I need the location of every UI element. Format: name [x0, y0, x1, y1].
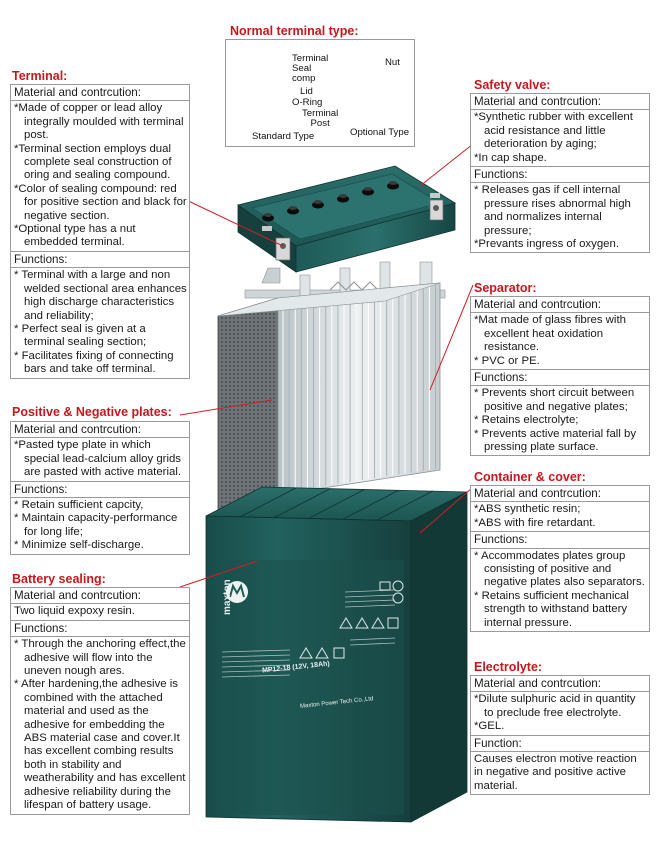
separator-box: Material and contrcution: *Mat made of g…: [470, 296, 650, 457]
sealing-material-head: Material and contrcution:: [11, 588, 189, 605]
container-title: Container & cover:: [474, 470, 586, 484]
plates-functions: * Retain sufficient capcity, * Maintain …: [11, 498, 189, 554]
plates-function-item: * Retain sufficient capcity,: [14, 499, 144, 512]
electrolyte-material-item: *Dilute sulphuric acid in quantity to pr…: [474, 693, 636, 719]
separator-material-head: Material and contrcution:: [471, 297, 649, 314]
sealing-material: Two liquid expoxy resin.: [11, 604, 189, 621]
valve-material-item: *Synthetic rubber with excellent acid re…: [474, 111, 633, 151]
separator-functions: * Prevents short circuit between positiv…: [471, 386, 649, 455]
electrolyte-title: Electrolyte:: [474, 660, 543, 674]
separator-material: *Mat made of glass fibres with excellent…: [471, 313, 649, 371]
electrolyte-functions-head: Function:: [471, 736, 649, 753]
lid-posts: [262, 181, 399, 222]
container-functions: * Accommodates plates group consisting o…: [471, 549, 649, 631]
label-optional-type: Optional Type: [350, 127, 410, 138]
terminal-functions: * Terminal with a large and non welded s…: [11, 268, 189, 377]
valve-functions: * Releases gas if cell internal pressure…: [471, 183, 649, 252]
electrolyte-functions: Causes electron motive reaction in negat…: [471, 752, 649, 794]
terminal-title: Terminal:: [12, 69, 68, 83]
terminal-functions-head: Functions:: [11, 252, 189, 269]
container-material-item: *ABS with fire retardant.: [474, 516, 596, 529]
sealing-material-item: Two liquid expoxy resin.: [14, 605, 135, 618]
electrolyte-box: Material and contrcution: *Dilute sulphu…: [470, 675, 650, 796]
container-function-item: * Retains sufficient mechanical strength…: [474, 589, 629, 629]
valve-function-item: *Prevants ingress of oxygen.: [474, 238, 619, 251]
electrolyte-function-item: Causes electron motive reaction in negat…: [474, 753, 637, 792]
normal-terminal-title: Normal terminal type:: [230, 24, 359, 38]
plates-group: [217, 282, 441, 513]
battery-lid: [237, 165, 456, 273]
separator-title: Separator:: [474, 281, 537, 295]
separator-functions-head: Functions:: [471, 370, 649, 387]
valve-material-head: Material and contrcution:: [471, 94, 649, 111]
label-nut: Nut: [385, 57, 400, 68]
separator-function-item: * Retains electrolyte;: [474, 414, 579, 427]
terminal-material-head: Material and contrcution:: [11, 85, 189, 102]
plates-function-item: * Maintain capacity-performance for long…: [14, 512, 178, 538]
valve-material: *Synthetic rubber with excellent acid re…: [471, 110, 649, 168]
terminal-box: Material and contrcution: *Made of coppe…: [10, 84, 190, 379]
label-standard-type: Standard Type: [252, 131, 315, 142]
plates-material: *Pasted type plate in which special lead…: [11, 438, 189, 482]
label-lid: Lid: [300, 86, 313, 97]
valve-box: Material and contrcution: *Synthetic rub…: [470, 93, 650, 254]
sealing-function-item: * Through the anchoring effect,the adhes…: [14, 638, 186, 678]
sealing-functions-head: Functions:: [11, 621, 189, 638]
separator-function-item: * Prevents short circuit between positiv…: [474, 387, 635, 413]
battery-brand: maxton: [222, 579, 233, 615]
container-material-head: Material and contrcution:: [471, 486, 649, 503]
plates-functions-head: Functions:: [11, 482, 189, 499]
sealing-function-item: * After hardening,the adhesive is combin…: [14, 678, 186, 812]
plates-function-item: * Minimize self-discharge.: [14, 539, 144, 552]
terminal-function-item: * Facilitates fixing of connecting bars …: [14, 349, 174, 376]
valve-material-item: *In cap shape.: [474, 151, 547, 164]
label-terminal-post: Terminal Post: [302, 108, 339, 129]
terminal-tabs: [262, 193, 444, 261]
label-seal-comp: Seal comp: [292, 63, 316, 84]
container-material-item: *ABS synthetic resin;: [474, 503, 581, 516]
sealing-title: Battery sealing:: [12, 572, 106, 586]
container-functions-head: Functions:: [471, 532, 649, 549]
terminal-material-item: *Color of sealing compound: red for posi…: [14, 182, 187, 222]
separator-function-item: * Prevents active material fall by press…: [474, 427, 637, 454]
electrolyte-material-head: Material and contrcution:: [471, 676, 649, 693]
plates-title: Positive & Negative plates:: [12, 405, 172, 419]
separator-material-item: *Mat made of glass fibres with excellent…: [474, 314, 626, 354]
electrolyte-material: *Dilute sulphuric acid in quantity to pr…: [471, 692, 649, 736]
label-oring: O-Ring: [292, 97, 323, 108]
plates-material-item: *Pasted type plate in which special lead…: [14, 439, 182, 479]
plates-box: Material and contrcution: *Pasted type p…: [10, 421, 190, 555]
electrolyte-material-item: *GEL.: [474, 720, 505, 733]
terminal-material: *Made of copper or lead alloy integrally…: [11, 101, 189, 252]
container-function-item: * Accommodates plates group consisting o…: [474, 549, 645, 589]
sealing-functions: * Through the anchoring effect,the adhes…: [11, 637, 189, 813]
separator-material-item: * PVC or PE.: [474, 354, 540, 367]
plates-material-head: Material and contrcution:: [11, 422, 189, 439]
callout-lines: [179, 143, 474, 588]
terminal-material-item: *Made of copper or lead alloy integrally…: [14, 102, 184, 142]
container-material: *ABS synthetic resin; *ABS with fire ret…: [471, 502, 649, 533]
terminal-material-item: *Optional type has a nut embedded termin…: [14, 223, 136, 249]
battery-container: [205, 486, 468, 823]
terminal-function-item: * Terminal with a large and non welded s…: [14, 269, 187, 322]
valve-title: Safety valve:: [474, 78, 551, 92]
label-terminal: Terminal: [292, 53, 329, 64]
valve-function-item: * Releases gas if cell internal pressure…: [474, 184, 631, 237]
valve-functions-head: Functions:: [471, 167, 649, 184]
terminal-material-item: *Terminal section employs dual complete …: [14, 142, 172, 182]
container-box: Material and contrcution: *ABS synthetic…: [470, 485, 650, 633]
sealing-box: Material and contrcution: Two liquid exp…: [10, 587, 190, 815]
terminal-function-item: * Perfect seal is given at a terminal se…: [14, 322, 147, 349]
normal-terminal-box: [225, 39, 415, 147]
